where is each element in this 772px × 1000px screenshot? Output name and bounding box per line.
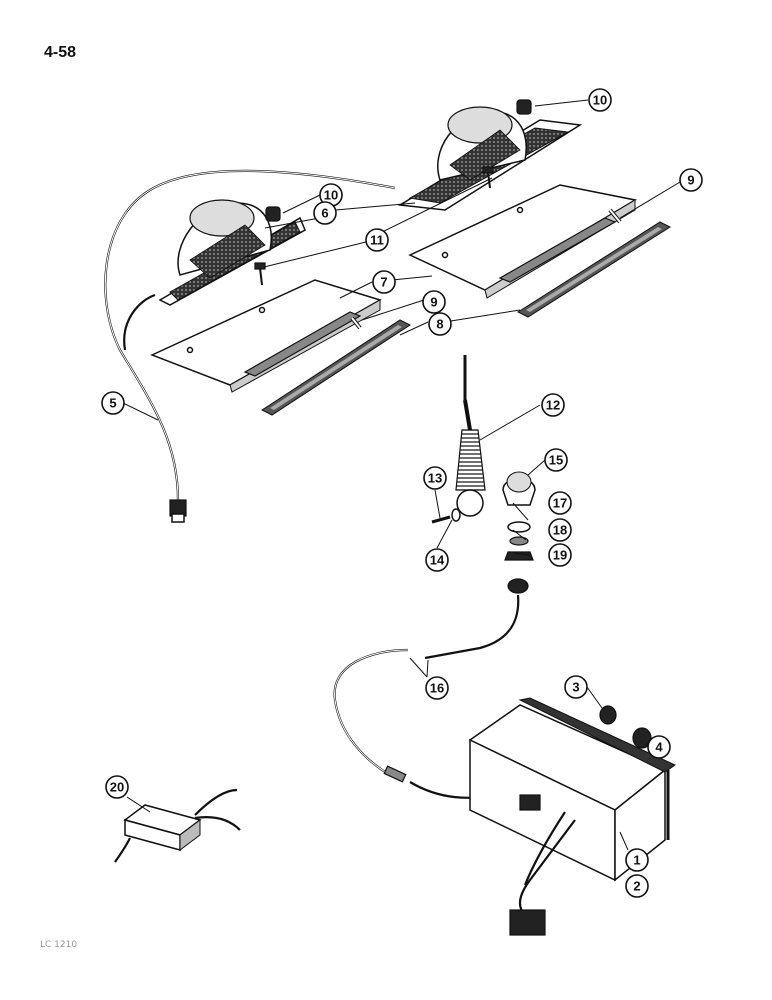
screw-11-left (254, 262, 266, 286)
leader-lines (122, 99, 681, 851)
footer-code: LC 1210 (40, 940, 78, 950)
callout-16: 16 (425, 676, 449, 700)
nut-19 (504, 551, 534, 561)
svg-text:9: 9 (687, 173, 694, 188)
callout-4: 4 (647, 735, 671, 759)
washer-14 (451, 508, 461, 522)
svg-text:14: 14 (430, 553, 445, 568)
callout-18: 18 (548, 518, 572, 542)
callout-9-left: 9 (422, 290, 446, 314)
callout-2: 2 (625, 874, 649, 898)
svg-text:17: 17 (553, 496, 567, 511)
callout-7: 7 (372, 270, 396, 294)
svg-text:6: 6 (321, 206, 328, 221)
callout-11: 11 (365, 228, 389, 252)
screw-9-left (350, 316, 362, 330)
svg-text:4: 4 (655, 740, 663, 755)
washer-17 (507, 521, 531, 533)
callout-6: 6 (313, 201, 337, 225)
svg-text:3: 3 (572, 680, 579, 695)
callout-10-lower: 10 (319, 183, 343, 207)
svg-text:7: 7 (380, 275, 387, 290)
radio-unit (468, 697, 676, 936)
svg-text:13: 13 (428, 471, 442, 486)
speaker-cable (104, 169, 396, 523)
callout-20: 20 (105, 775, 129, 799)
callout-10-upper: 10 (588, 88, 612, 112)
page-number: 4-58 (44, 44, 77, 61)
svg-text:15: 15 (549, 453, 563, 468)
svg-text:5: 5 (109, 396, 116, 411)
mounting-plate-right (408, 184, 638, 299)
svg-text:18: 18 (553, 523, 567, 538)
lock-washer-18 (509, 536, 529, 546)
knob-3 (599, 705, 617, 725)
callout-1: 1 (625, 848, 649, 872)
svg-text:8: 8 (436, 317, 443, 332)
antenna (455, 355, 486, 517)
svg-text:19: 19 (553, 548, 567, 563)
callout-9-right: 9 (679, 168, 703, 192)
antenna-mount (502, 471, 536, 506)
screw-13 (431, 515, 451, 524)
svg-text:9: 9 (430, 295, 437, 310)
svg-text:10: 10 (593, 93, 607, 108)
callout-3: 3 (564, 675, 588, 699)
screw-9-right (608, 208, 622, 224)
svg-text:11: 11 (370, 233, 384, 248)
gasket-left (260, 319, 412, 416)
svg-text:10: 10 (324, 188, 338, 203)
callout-12: 12 (541, 393, 565, 417)
callout-15: 15 (544, 448, 568, 472)
callout-17: 17 (548, 491, 572, 515)
callout-5: 5 (101, 391, 125, 415)
knob-4 (632, 727, 652, 749)
svg-text:1: 1 (633, 853, 640, 868)
callout-19: 19 (548, 543, 572, 567)
nut-10-upper (516, 99, 532, 115)
mounting-plate-left (150, 279, 382, 393)
callout-13: 13 (423, 466, 447, 490)
radio-power-connector (509, 909, 546, 936)
speaker-lower-left (158, 199, 306, 306)
svg-text:20: 20 (110, 780, 124, 795)
suppressor-module (114, 788, 241, 863)
antenna-cable (333, 578, 529, 799)
nut-10-lower (265, 206, 281, 222)
svg-text:12: 12 (546, 398, 560, 413)
svg-text:16: 16 (430, 681, 444, 696)
callout-14: 14 (425, 548, 449, 572)
callout-8: 8 (428, 312, 452, 336)
svg-text:2: 2 (633, 879, 640, 894)
gasket-right (516, 221, 672, 318)
